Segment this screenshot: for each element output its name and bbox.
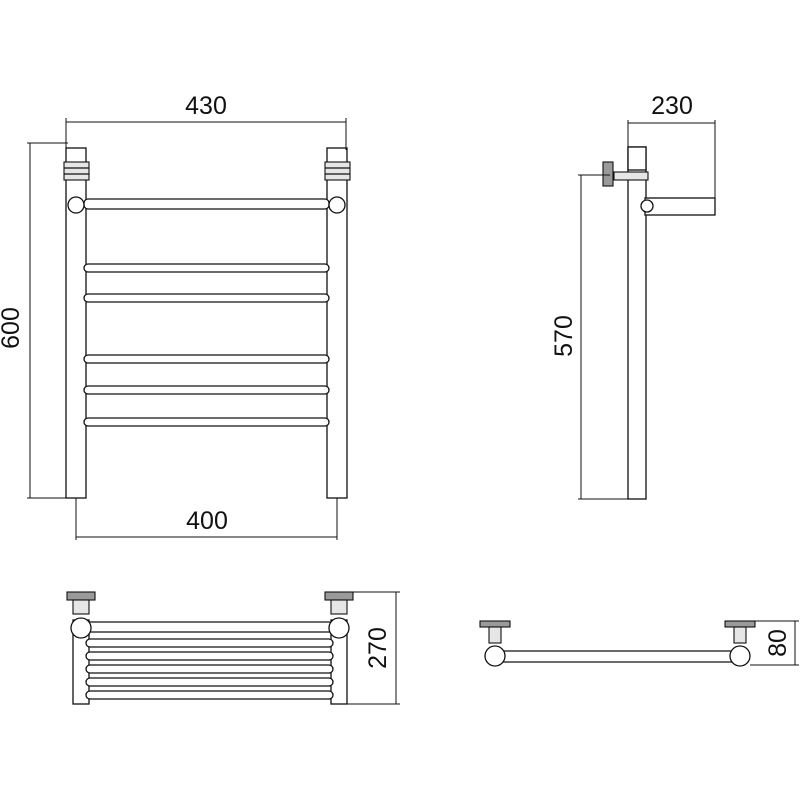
side-view: 230 570 <box>550 92 716 500</box>
depth-label: 230 <box>651 92 693 120</box>
side-wall-plate <box>602 161 614 187</box>
top-left-wall-plate <box>479 620 511 628</box>
bottom-depth-label: 270 <box>364 627 392 669</box>
bottom-right-bracket <box>330 599 348 615</box>
bottom-left-wall-plate <box>66 591 96 601</box>
bottom-bar <box>85 638 334 648</box>
dimension-bottom-depth: 270 <box>340 591 400 705</box>
dimension-overall-width: 430 <box>65 92 347 150</box>
side-joint <box>640 199 654 213</box>
rung <box>83 293 330 303</box>
mount-height-label: 570 <box>550 315 578 357</box>
bottom-left-bracket <box>72 599 90 615</box>
rung <box>83 263 330 273</box>
overall-width-label: 430 <box>185 92 227 120</box>
rung <box>83 385 330 395</box>
dimension-mount-height: 570 <box>550 174 630 500</box>
bottom-right-wall-plate <box>324 591 354 601</box>
rungs <box>83 263 330 427</box>
dimension-inner-width: 400 <box>75 498 338 540</box>
bottom-bar <box>85 621 334 633</box>
top-view-bar <box>494 650 749 663</box>
rung <box>83 354 330 364</box>
top-left-joint <box>484 645 506 667</box>
bottom-bar <box>85 677 334 687</box>
dimension-offset: 80 <box>750 620 799 666</box>
right-joint <box>328 196 346 214</box>
bottom-bar <box>85 651 334 661</box>
bottom-bar <box>85 664 334 674</box>
bottom-view: 270 <box>66 591 400 705</box>
top-left-bracket <box>488 626 502 644</box>
offset-label: 80 <box>764 629 792 657</box>
left-joint <box>67 196 85 214</box>
top-right-joint <box>729 645 751 667</box>
top-bar <box>83 198 330 210</box>
top-view: 80 <box>479 620 799 667</box>
side-top-block <box>627 146 647 171</box>
front-view: 430 400 600 <box>0 92 351 540</box>
dimension-height: 600 <box>0 142 68 499</box>
left-wall-bracket <box>63 161 90 181</box>
rung <box>83 417 330 427</box>
inner-width-label: 400 <box>186 507 228 535</box>
dimension-depth: 230 <box>627 92 716 200</box>
side-wall-bracket <box>613 171 649 181</box>
top-right-wall-plate <box>724 620 756 628</box>
side-upright <box>627 146 647 500</box>
bottom-bar <box>85 690 334 700</box>
side-arm <box>644 197 716 216</box>
top-right-bracket <box>733 626 747 644</box>
bottom-right-joint <box>328 617 350 639</box>
right-wall-bracket <box>324 161 351 181</box>
bottom-left-joint <box>70 617 92 639</box>
height-label: 600 <box>0 307 25 349</box>
